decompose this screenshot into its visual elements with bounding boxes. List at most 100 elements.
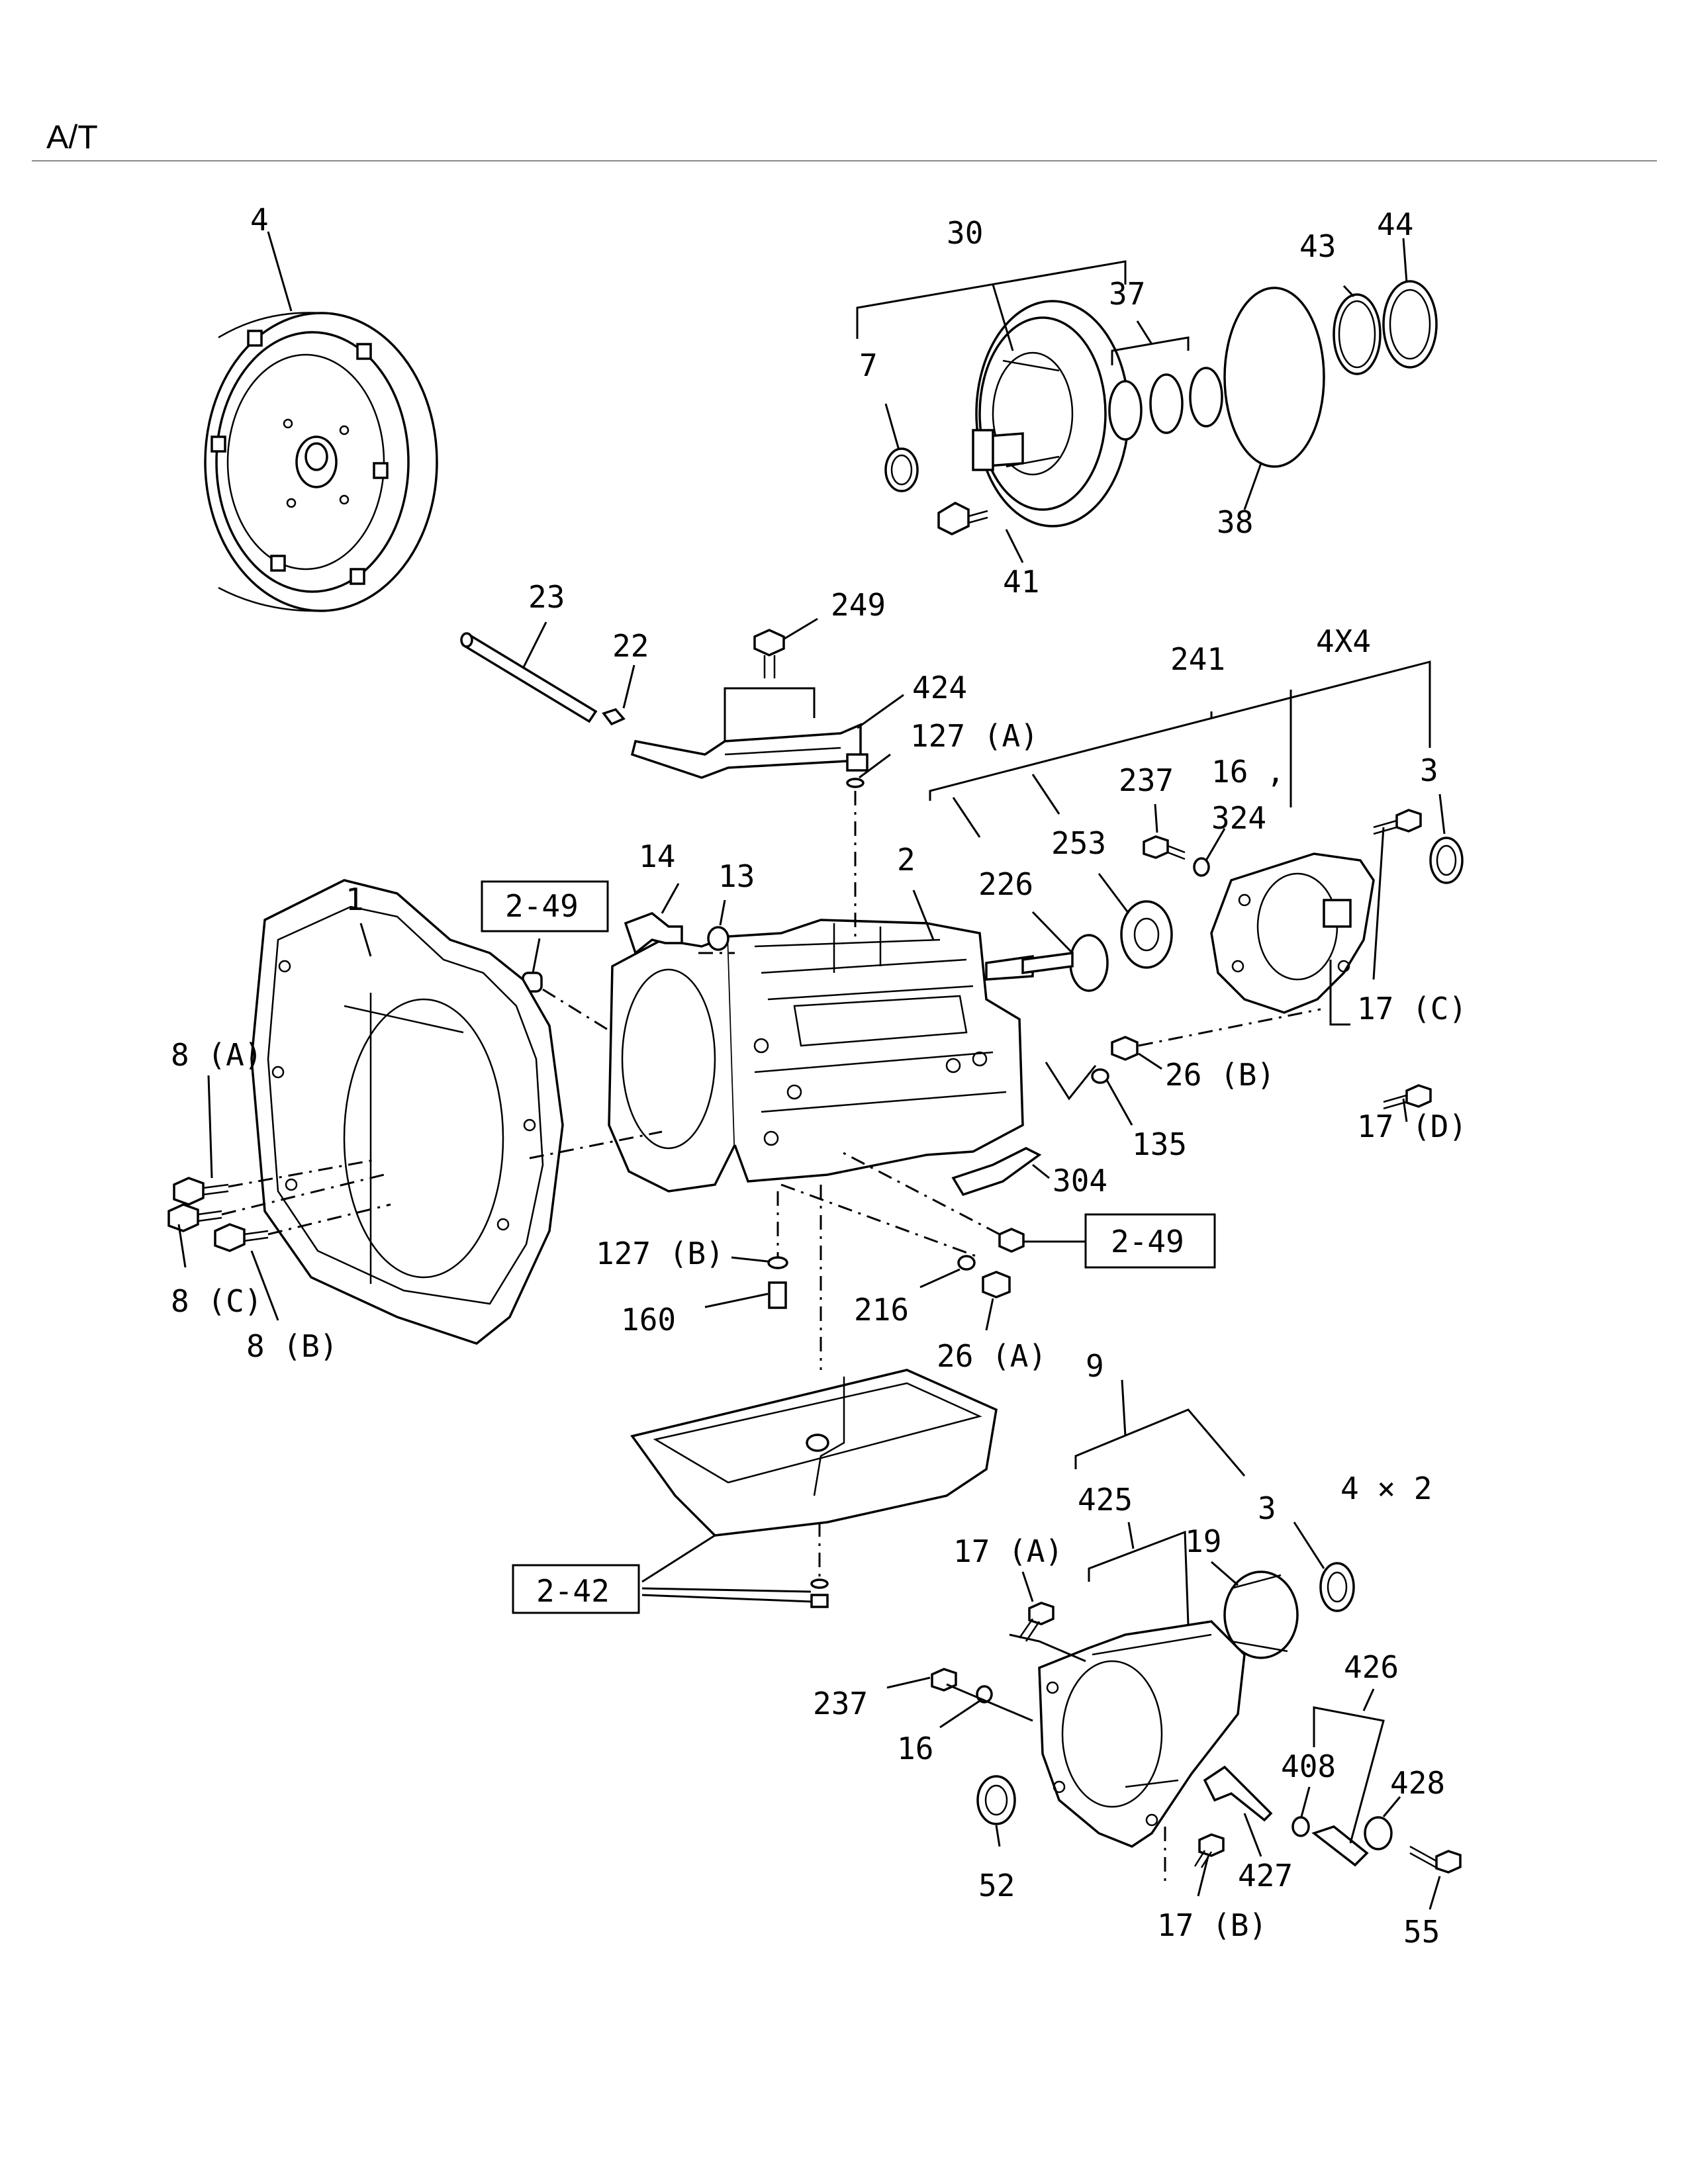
callout-38[interactable]: 38 [1217,504,1253,540]
callout-23[interactable]: 23 [528,579,565,615]
callout-425[interactable]: 425 [1078,1482,1133,1518]
callout-17c[interactable]: 17 (C) [1357,991,1467,1026]
callout-4[interactable]: 4 [250,202,269,238]
callout-135[interactable]: 135 [1132,1126,1187,1162]
bolt-17b [1194,1833,1225,1868]
dust-cover-19 [1223,1570,1299,1659]
callout-2-49-lower[interactable]: 2-49 [1111,1224,1184,1259]
title-divider [32,160,1657,161]
callout-8a[interactable]: 8 (A) [171,1037,262,1073]
callout-26a[interactable]: 26 (A) [937,1338,1047,1374]
seal-rings-37 [1108,367,1223,441]
bolt-17c [1373,809,1422,835]
callout-4x2[interactable]: 4 × 2 [1340,1471,1432,1506]
ref-box-2-42[interactable] [512,1564,640,1614]
callout-241[interactable]: 241 [1170,641,1225,677]
o-ring-216 [957,1255,976,1271]
pan-drain-plug [810,1594,829,1608]
callout-1[interactable]: 1 [346,882,364,917]
callout-44[interactable]: 44 [1377,206,1413,242]
callout-30[interactable]: 30 [947,215,983,251]
snap-ring-226 [1069,934,1109,992]
callout-26b[interactable]: 26 (B) [1165,1057,1275,1093]
converter-housing [250,879,564,1345]
oil-pump-assembly [972,300,1130,527]
washer-127a [846,778,865,788]
callout-41[interactable]: 41 [1003,564,1039,600]
extension-housing-425 [1038,1620,1246,1848]
output-shaft [1021,952,1074,974]
plug-26a [982,1271,1011,1298]
washer-43 [1333,293,1382,375]
callout-160[interactable]: 160 [621,1302,676,1338]
callout-17d[interactable]: 17 (D) [1357,1109,1467,1144]
callout-8b[interactable]: 8 (B) [246,1328,338,1364]
torque-converter [204,312,438,612]
callout-7[interactable]: 7 [859,347,878,383]
callout-55[interactable]: 55 [1403,1914,1440,1950]
bearing-44 [1382,280,1438,369]
plug-26b [1111,1036,1139,1061]
bolt-249 [753,629,785,678]
callout-13[interactable]: 13 [718,858,755,894]
callout-16-upper[interactable]: 16 , [1211,754,1285,790]
callout-427[interactable]: 427 [1238,1858,1293,1893]
callout-216[interactable]: 216 [854,1292,909,1328]
bracket-304 [951,1147,1042,1197]
callout-14[interactable]: 14 [639,839,675,874]
bearing-253 [1120,900,1173,969]
shaft-427 [1203,1765,1273,1822]
fitting-160 [768,1281,787,1309]
callout-19[interactable]: 19 [1185,1524,1221,1559]
washer-127b [767,1256,788,1269]
plug-2-49-lower [998,1228,1025,1253]
callout-426[interactable]: 426 [1344,1649,1399,1685]
callout-17b[interactable]: 17 (B) [1157,1907,1267,1943]
bolt-8a [173,1177,229,1206]
bushing-428 [1364,1816,1393,1850]
callout-9[interactable]: 9 [1086,1348,1104,1384]
callout-22[interactable]: 22 [612,628,649,664]
callout-226[interactable]: 226 [978,866,1033,902]
callout-8c[interactable]: 8 (C) [171,1283,262,1319]
callout-253[interactable]: 253 [1051,825,1106,861]
o-ring-7 [884,447,919,492]
transmission-case [608,919,1034,1193]
callout-127b[interactable]: 127 (B) [596,1236,724,1271]
callout-237-upper[interactable]: 237 [1119,762,1174,798]
callout-127a[interactable]: 127 (A) [910,718,1039,754]
bolt-8c [167,1203,222,1232]
callout-37[interactable]: 37 [1109,276,1145,312]
o-ring-13 [707,926,729,951]
callout-17a[interactable]: 17 (A) [953,1533,1063,1569]
ref-box-2-49-upper[interactable] [481,880,609,933]
elbow-14 [624,912,683,955]
callout-304[interactable]: 304 [1053,1163,1107,1199]
callout-4x4[interactable]: 4X4 [1316,623,1371,659]
washer-324 [1193,857,1210,877]
callout-249[interactable]: 249 [831,587,886,623]
pipe-424 [630,723,868,779]
callout-428[interactable]: 428 [1390,1765,1445,1801]
o-ring-408 [1291,1816,1310,1837]
callout-16-lower[interactable]: 16 [897,1731,933,1766]
bolt-8b [214,1223,269,1252]
callout-324[interactable]: 324 [1211,800,1266,836]
pan-washer [810,1578,829,1589]
callout-424[interactable]: 424 [912,670,967,705]
callout-2-42[interactable]: 2-42 [536,1573,610,1609]
callout-237-lower[interactable]: 237 [813,1686,868,1721]
callout-3-upper[interactable]: 3 [1420,752,1438,788]
dipstick-tube-23 [460,632,598,723]
callout-43[interactable]: 43 [1299,228,1336,264]
callout-2-49-upper[interactable]: 2-49 [505,888,579,924]
callout-52[interactable]: 52 [978,1868,1015,1903]
ref-box-2-49-lower[interactable] [1084,1213,1216,1269]
o-ring-38 [1223,287,1325,468]
callout-2[interactable]: 2 [897,842,915,878]
page-title: A/T [46,118,98,156]
callout-3-lower[interactable]: 3 [1258,1490,1276,1526]
callout-408[interactable]: 408 [1281,1749,1336,1784]
